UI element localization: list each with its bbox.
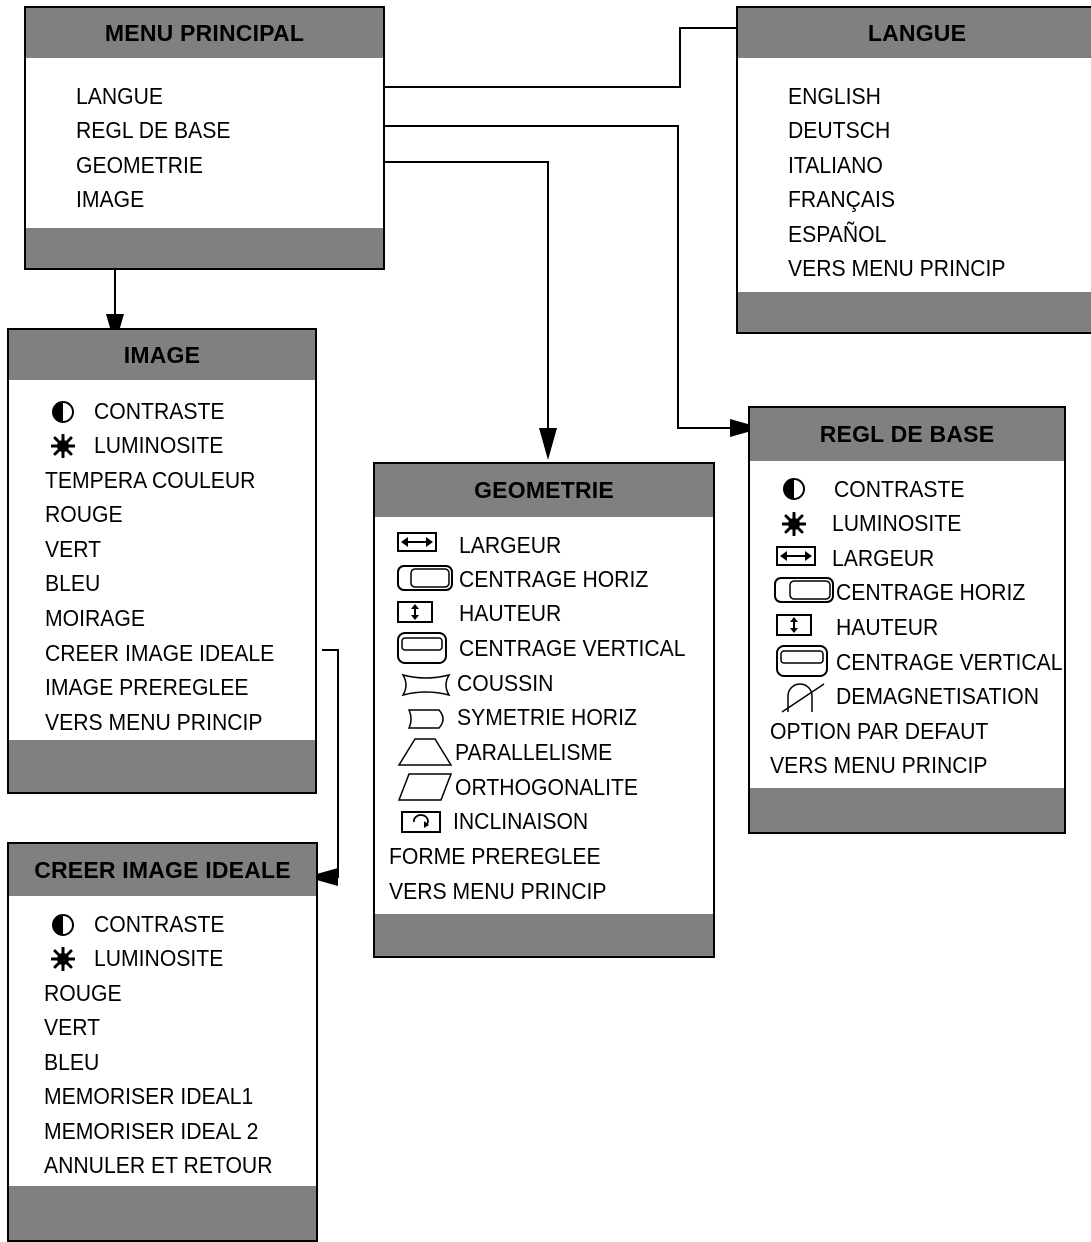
creer-item-memoriser-2[interactable]: MEMORISER IDEAL 2 xyxy=(44,1118,259,1144)
regl-menu-title: REGL DE BASE xyxy=(750,408,1064,461)
regl-item-contrast[interactable]: CONTRASTE xyxy=(834,476,965,502)
creer-item-bleu[interactable]: BLEU xyxy=(44,1049,100,1075)
main-menu-panel: MENU PRINCIPAL LANGUE REGL DE BASE GEOME… xyxy=(24,6,385,270)
geometrie-item-back[interactable]: VERS MENU PRINCIP xyxy=(389,878,607,904)
geometrie-item-orthogonalite[interactable]: ORTHOGONALITE xyxy=(455,774,639,800)
langue-menu-title: LANGUE xyxy=(738,8,1091,58)
regl-menu-panel: REGL DE BASE CONTRASTE LUMINOSITE LARGEU… xyxy=(748,406,1066,834)
arrow-creer xyxy=(322,649,339,878)
regl-item-back[interactable]: VERS MENU PRINCIP xyxy=(770,752,988,778)
brightness-icon xyxy=(51,947,75,971)
main-menu-item-langue[interactable]: LANGUE xyxy=(76,83,164,109)
height-icon xyxy=(397,601,433,623)
creer-item-memoriser-1[interactable]: MEMORISER IDEAL1 xyxy=(44,1083,254,1109)
geometrie-item-symetrie[interactable]: SYMETRIE HORIZ xyxy=(457,704,637,730)
langue-item-francais[interactable]: FRANÇAIS xyxy=(788,186,895,212)
creer-menu-footer xyxy=(9,1186,316,1240)
width-icon xyxy=(776,546,816,566)
main-menu-item-regl[interactable]: REGL DE BASE xyxy=(76,117,231,143)
creer-item-rouge[interactable]: ROUGE xyxy=(44,980,122,1006)
geometrie-item-coussin[interactable]: COUSSIN xyxy=(457,670,554,696)
main-menu-item-geometrie[interactable]: GEOMETRIE xyxy=(76,152,203,178)
image-item-moirage[interactable]: MOIRAGE xyxy=(45,605,145,631)
width-icon xyxy=(397,532,437,552)
creer-item-annuler[interactable]: ANNULER ET RETOUR xyxy=(44,1152,273,1178)
geometrie-menu-footer xyxy=(375,914,713,956)
contrast-icon xyxy=(52,914,74,936)
image-item-rouge[interactable]: ROUGE xyxy=(45,501,123,527)
parallelogram-icon xyxy=(397,773,453,801)
image-item-vert[interactable]: VERT xyxy=(45,536,102,562)
geometrie-menu-title: GEOMETRIE xyxy=(375,464,713,517)
geometrie-item-centrage-horiz[interactable]: CENTRAGE HORIZ xyxy=(459,566,649,592)
brightness-icon xyxy=(782,512,806,536)
creer-menu-panel: CREER IMAGE IDEALE CONTRASTE LUMINOSITE … xyxy=(7,842,318,1242)
arrow-regl xyxy=(334,125,760,429)
langue-item-italiano[interactable]: ITALIANO xyxy=(788,152,883,178)
regl-item-brightness[interactable]: LUMINOSITE xyxy=(832,510,962,536)
regl-item-default[interactable]: OPTION PAR DEFAUT xyxy=(770,718,989,744)
contrast-icon xyxy=(52,401,74,423)
main-menu-title: MENU PRINCIPAL xyxy=(26,8,383,58)
vertical-center-icon xyxy=(776,645,828,677)
pincushion-icon xyxy=(401,673,451,697)
image-menu-footer xyxy=(9,740,315,792)
regl-item-demagnetisation[interactable]: DEMAGNETISATION xyxy=(836,683,1040,709)
geometrie-item-inclinaison[interactable]: INCLINAISON xyxy=(453,808,589,834)
arrowhead-creer xyxy=(306,868,338,886)
rotation-icon xyxy=(401,811,441,833)
main-menu-item-image[interactable]: IMAGE xyxy=(76,186,145,212)
langue-menu-footer xyxy=(738,292,1091,332)
geometrie-item-forme[interactable]: FORME PREREGLEE xyxy=(389,843,601,869)
regl-item-largeur[interactable]: LARGEUR xyxy=(832,545,935,571)
image-item-creer[interactable]: CREER IMAGE IDEALE xyxy=(45,640,275,666)
image-item-temperature[interactable]: TEMPERA COULEUR xyxy=(45,467,256,493)
image-menu-panel: IMAGE CONTRASTE LUMINOSITE TEMPERA COULE… xyxy=(7,328,317,794)
trapezoid-icon xyxy=(397,738,453,766)
geometrie-item-largeur[interactable]: LARGEUR xyxy=(459,532,562,558)
horizontal-center-icon xyxy=(397,565,453,591)
image-item-bleu[interactable]: BLEU xyxy=(45,570,101,596)
image-menu-title: IMAGE xyxy=(9,330,315,380)
langue-item-deutsch[interactable]: DEUTSCH xyxy=(788,117,891,143)
vertical-center-icon xyxy=(397,632,447,664)
horizontal-symmetry-icon xyxy=(407,709,444,729)
langue-item-english[interactable]: ENGLISH xyxy=(788,83,881,109)
geometrie-item-hauteur[interactable]: HAUTEUR xyxy=(459,600,562,626)
image-item-back[interactable]: VERS MENU PRINCIP xyxy=(45,709,263,735)
height-icon xyxy=(776,614,812,636)
creer-menu-title: CREER IMAGE IDEALE xyxy=(9,844,316,896)
contrast-icon xyxy=(783,478,805,500)
creer-item-brightness[interactable]: LUMINOSITE xyxy=(94,945,224,971)
regl-item-centrage-horiz[interactable]: CENTRAGE HORIZ xyxy=(836,579,1026,605)
degauss-icon xyxy=(781,683,825,713)
image-item-preset[interactable]: IMAGE PREREGLEE xyxy=(45,674,249,700)
image-item-brightness[interactable]: LUMINOSITE xyxy=(94,432,224,458)
main-menu-footer xyxy=(26,228,383,268)
regl-menu-footer xyxy=(750,788,1064,832)
regl-item-centrage-vertical[interactable]: CENTRAGE VERTICAL xyxy=(836,649,1063,675)
arrow-langue xyxy=(338,27,762,88)
langue-item-back[interactable]: VERS MENU PRINCIP xyxy=(788,255,1006,281)
arrowhead-geometrie xyxy=(539,428,557,460)
arrowhead-regl xyxy=(730,419,762,437)
langue-menu-panel: LANGUE ENGLISH DEUTSCH ITALIANO FRANÇAIS… xyxy=(736,6,1091,334)
creer-item-vert[interactable]: VERT xyxy=(44,1014,101,1040)
image-item-contrast[interactable]: CONTRASTE xyxy=(94,398,225,424)
arrow-geometrie xyxy=(336,161,549,440)
geometrie-item-parallelisme[interactable]: PARALLELISME xyxy=(455,739,613,765)
regl-item-hauteur[interactable]: HAUTEUR xyxy=(836,614,939,640)
geometrie-menu-panel: GEOMETRIE LARGEUR CENTRAGE HORIZ HAUTEUR… xyxy=(373,462,715,958)
brightness-icon xyxy=(51,434,75,458)
geometrie-item-centrage-vertical[interactable]: CENTRAGE VERTICAL xyxy=(459,635,686,661)
langue-item-espanol[interactable]: ESPAÑOL xyxy=(788,221,887,247)
creer-item-contrast[interactable]: CONTRASTE xyxy=(94,911,225,937)
horizontal-center-icon xyxy=(774,577,834,603)
